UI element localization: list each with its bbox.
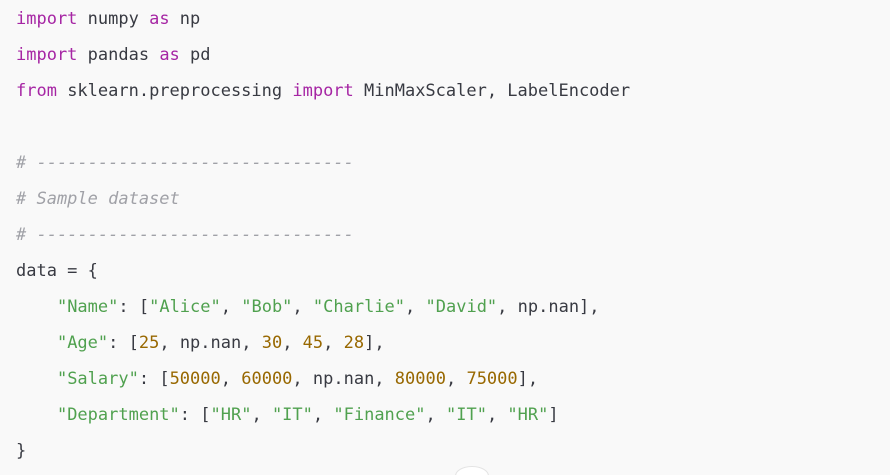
code-line: # ------------------------------- bbox=[16, 221, 890, 257]
code-token-string: "Department" bbox=[56, 405, 180, 425]
code-token-plain bbox=[16, 297, 57, 317]
code-token-plain: , bbox=[251, 405, 272, 425]
code-token-number: 45 bbox=[302, 333, 324, 353]
code-token-number: 60000 bbox=[241, 369, 293, 389]
code-line: import pandas as pd bbox=[16, 41, 890, 77]
code-token-number: 80000 bbox=[394, 369, 446, 389]
code-token-keyword: import bbox=[16, 9, 78, 29]
code-token-keyword: as bbox=[149, 9, 170, 29]
code-token-string: "Salary" bbox=[56, 369, 139, 389]
code-token-number: 30 bbox=[261, 333, 283, 353]
code-line: "Age": [25, np.nan, 30, 45, 28], bbox=[16, 329, 890, 365]
code-token-plain: , bbox=[445, 369, 467, 389]
code-token-plain: , bbox=[425, 405, 446, 425]
code-token-number: 28 bbox=[343, 333, 365, 353]
code-token-plain: , bbox=[405, 297, 426, 317]
code-token-plain: np bbox=[169, 9, 201, 29]
code-token-plain: sklearn.preprocessing bbox=[56, 81, 293, 101]
code-token-string: "Age" bbox=[56, 333, 109, 353]
code-token-plain: numpy bbox=[77, 9, 150, 29]
code-line: ​ bbox=[16, 113, 890, 149]
code-line: # ------------------------------- bbox=[16, 149, 890, 185]
code-token-plain: : [ bbox=[118, 297, 150, 317]
code-token-plain bbox=[16, 369, 57, 389]
code-token-plain: , bbox=[282, 333, 303, 353]
code-line: "Salary": [50000, 60000, np.nan, 80000, … bbox=[16, 365, 890, 401]
code-line: import numpy as np bbox=[16, 5, 890, 41]
code-token-keyword: from bbox=[16, 81, 57, 101]
code-token-comment: # ------------------------------- bbox=[16, 225, 354, 245]
code-token-string: "IT" bbox=[445, 405, 487, 425]
code-line: # Sample dataset bbox=[16, 185, 890, 221]
code-token-plain: , bbox=[292, 297, 313, 317]
code-line: "Name": ["Alice", "Bob", "Charlie", "Dav… bbox=[16, 293, 890, 329]
code-token-keyword: import bbox=[16, 45, 78, 65]
code-token-number: 25 bbox=[138, 333, 160, 353]
code-token-string: "Name" bbox=[56, 297, 119, 317]
code-token-plain: , np.nan, bbox=[159, 333, 262, 353]
code-token-plain: ], bbox=[517, 369, 539, 389]
code-token-plain: , bbox=[323, 333, 344, 353]
code-token-number: 75000 bbox=[466, 369, 518, 389]
code-token-plain: : [ bbox=[108, 333, 139, 353]
code-token-string: "David" bbox=[425, 297, 498, 317]
code-token-plain: MinMaxScaler, LabelEncoder bbox=[353, 81, 631, 101]
code-token-plain: , bbox=[312, 405, 334, 425]
code-token-string: "Alice" bbox=[149, 297, 221, 317]
code-line: from sklearn.preprocessing import MinMax… bbox=[16, 77, 890, 113]
code-token-plain: : [ bbox=[179, 405, 211, 425]
code-token-plain: pd bbox=[179, 45, 211, 65]
code-token-string: "IT" bbox=[271, 405, 313, 425]
code-token-string: "Charlie" bbox=[312, 297, 406, 317]
code-token-plain: , bbox=[486, 405, 508, 425]
code-token-string: "Finance" bbox=[333, 405, 426, 425]
code-token-plain: , bbox=[220, 297, 242, 317]
code-line: "Department": ["HR", "IT", "Finance", "I… bbox=[16, 401, 890, 437]
code-token-string: "HR" bbox=[507, 405, 549, 425]
code-token-plain: , np.nan, bbox=[292, 369, 395, 389]
code-token-plain: , bbox=[220, 369, 242, 389]
code-token-comment: # Sample dataset bbox=[16, 189, 180, 209]
code-token-comment: # ------------------------------- bbox=[16, 153, 354, 173]
code-token-plain bbox=[16, 405, 57, 425]
code-token-keyword: import bbox=[292, 81, 354, 101]
code-line: data = { bbox=[16, 257, 890, 293]
code-token-plain: ], bbox=[364, 333, 385, 353]
code-token-string: "HR" bbox=[210, 405, 252, 425]
code-token-plain: : [ bbox=[138, 369, 170, 389]
code-token-keyword: as bbox=[159, 45, 180, 65]
code-token-plain bbox=[16, 333, 57, 353]
code-token-number: 50000 bbox=[169, 369, 221, 389]
code-token-plain: ] bbox=[548, 405, 559, 425]
code-token-plain: data = { bbox=[16, 261, 98, 281]
code-token-plain: pandas bbox=[77, 45, 160, 65]
code-token-plain: , np.nan], bbox=[497, 297, 600, 317]
code-token-string: "Bob" bbox=[241, 297, 293, 317]
code-line: } bbox=[16, 437, 890, 473]
code-token-plain: } bbox=[16, 441, 27, 461]
